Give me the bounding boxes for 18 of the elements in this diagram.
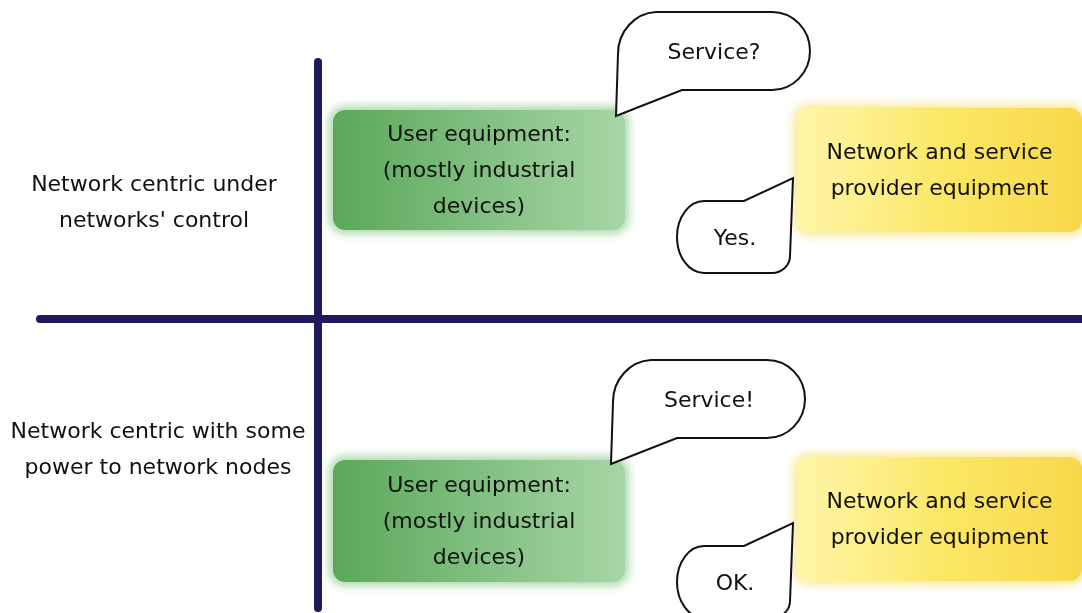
node-text: Network and service provider equipment xyxy=(825,487,1054,551)
node-text: User equipment: (mostly industrial devices) xyxy=(381,471,577,571)
node-text: Service! xyxy=(663,385,755,414)
speech-bubble xyxy=(674,176,796,275)
node-text: User equipment: (mostly industrial devices) xyxy=(381,120,577,220)
speech-bubble xyxy=(612,10,812,118)
provider-equipment-box xyxy=(797,457,1082,581)
row-label: Network centric under networks' control xyxy=(30,170,278,234)
node-text: OK. xyxy=(715,568,755,597)
provider-equipment-box xyxy=(797,108,1082,232)
node-text: Yes. xyxy=(713,223,757,252)
speech-bubble xyxy=(607,358,807,466)
node-text: Service? xyxy=(667,37,761,66)
speech-bubble xyxy=(674,521,796,613)
user-equipment-box xyxy=(333,110,625,230)
node-text: Network and service provider equipment xyxy=(825,138,1054,202)
user-equipment-box xyxy=(333,460,625,582)
row-label: Network centric with some power to network nodes xyxy=(9,417,307,481)
